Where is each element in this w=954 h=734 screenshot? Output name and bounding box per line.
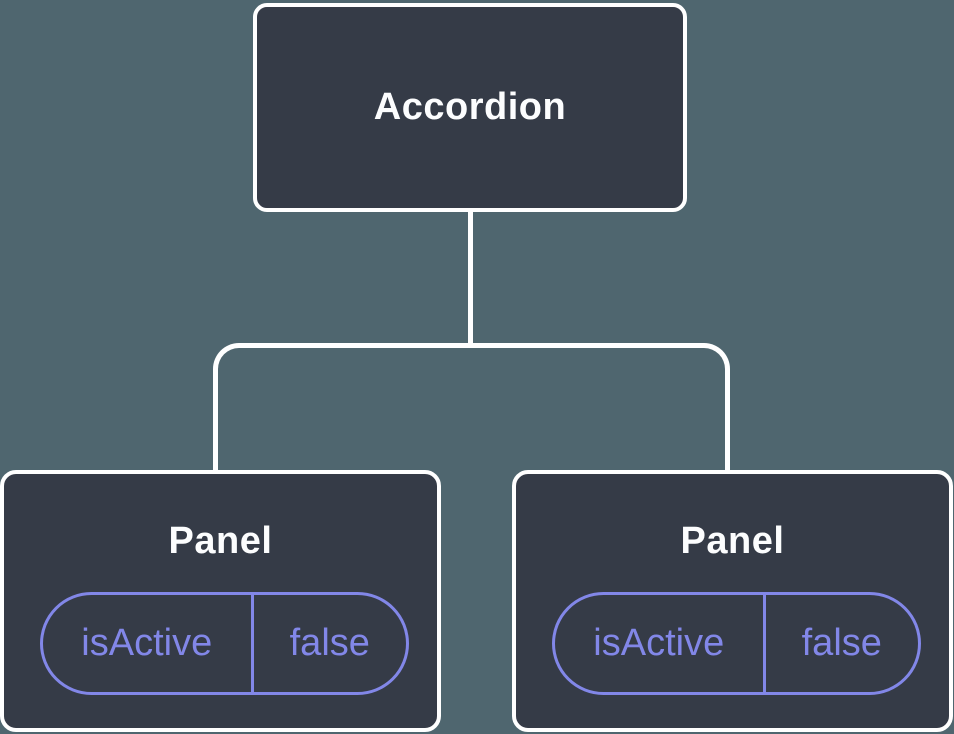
connector-stem (468, 212, 473, 346)
tree-node-panel-right: Panel isActive false (512, 470, 953, 732)
tree-node-accordion: Accordion (253, 3, 687, 212)
tree-node-panel-left: Panel isActive false (0, 470, 441, 732)
state-pill: isActive false (552, 592, 921, 695)
state-key-label: isActive (593, 622, 725, 664)
state-pill: isActive false (40, 592, 409, 695)
state-value-label: false (289, 622, 370, 664)
connector-bracket (213, 343, 730, 471)
state-pill-key-cell: isActive (43, 595, 254, 692)
state-value-label: false (801, 622, 882, 664)
node-label: Panel (680, 520, 785, 562)
node-label: Accordion (373, 86, 567, 128)
node-label: Panel (168, 520, 273, 562)
state-pill-key-cell: isActive (555, 595, 766, 692)
state-pill-value-cell: false (254, 595, 406, 692)
state-key-label: isActive (81, 622, 213, 664)
state-pill-value-cell: false (766, 595, 918, 692)
